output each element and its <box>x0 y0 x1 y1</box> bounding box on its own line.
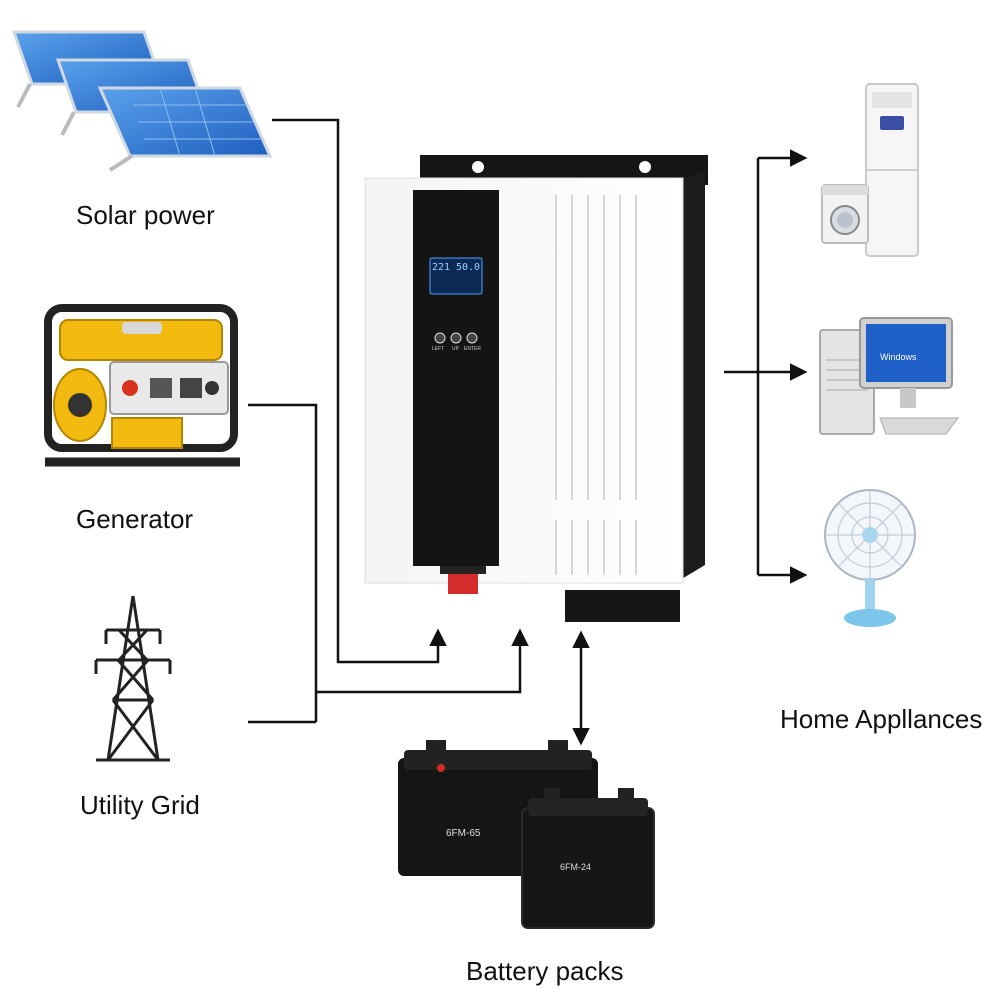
generator-label: Generator <box>76 504 194 534</box>
inverter-button-enter: ENTER <box>464 346 481 352</box>
generator-connection-line <box>248 403 318 722</box>
home-appliances-label: Home Appllances <box>780 704 983 734</box>
battery-icon-small <box>521 788 655 929</box>
inverter-button-up: UP <box>452 346 459 352</box>
utility-grid-label: Utility Grid <box>80 790 200 820</box>
inverter-button-left: LEFT <box>432 346 445 352</box>
battery-model-large: 6FM-65 <box>446 828 481 839</box>
desktop-computer-icon <box>819 317 959 435</box>
battery-packs-label: Battery packs <box>466 956 624 986</box>
electric-fan-icon <box>824 489 916 627</box>
battery-model-small: 6FM-24 <box>560 862 592 872</box>
solar-label: Solar power <box>76 200 215 230</box>
ac-input-line <box>316 628 529 694</box>
solar-connection-line <box>272 118 447 664</box>
inverter-icon <box>364 155 708 622</box>
air-conditioner-icon <box>865 83 919 257</box>
inverter-display-right: 50.0 <box>456 262 481 273</box>
connection-lines <box>248 118 808 746</box>
washing-machine-icon <box>821 184 869 244</box>
monitor-brand-text: Windows <box>880 352 917 362</box>
solar-panel-icon <box>11 30 273 172</box>
utility-tower-icon <box>94 595 172 762</box>
inverter-display-left: 221 <box>432 262 451 273</box>
generator-icon <box>44 304 240 467</box>
